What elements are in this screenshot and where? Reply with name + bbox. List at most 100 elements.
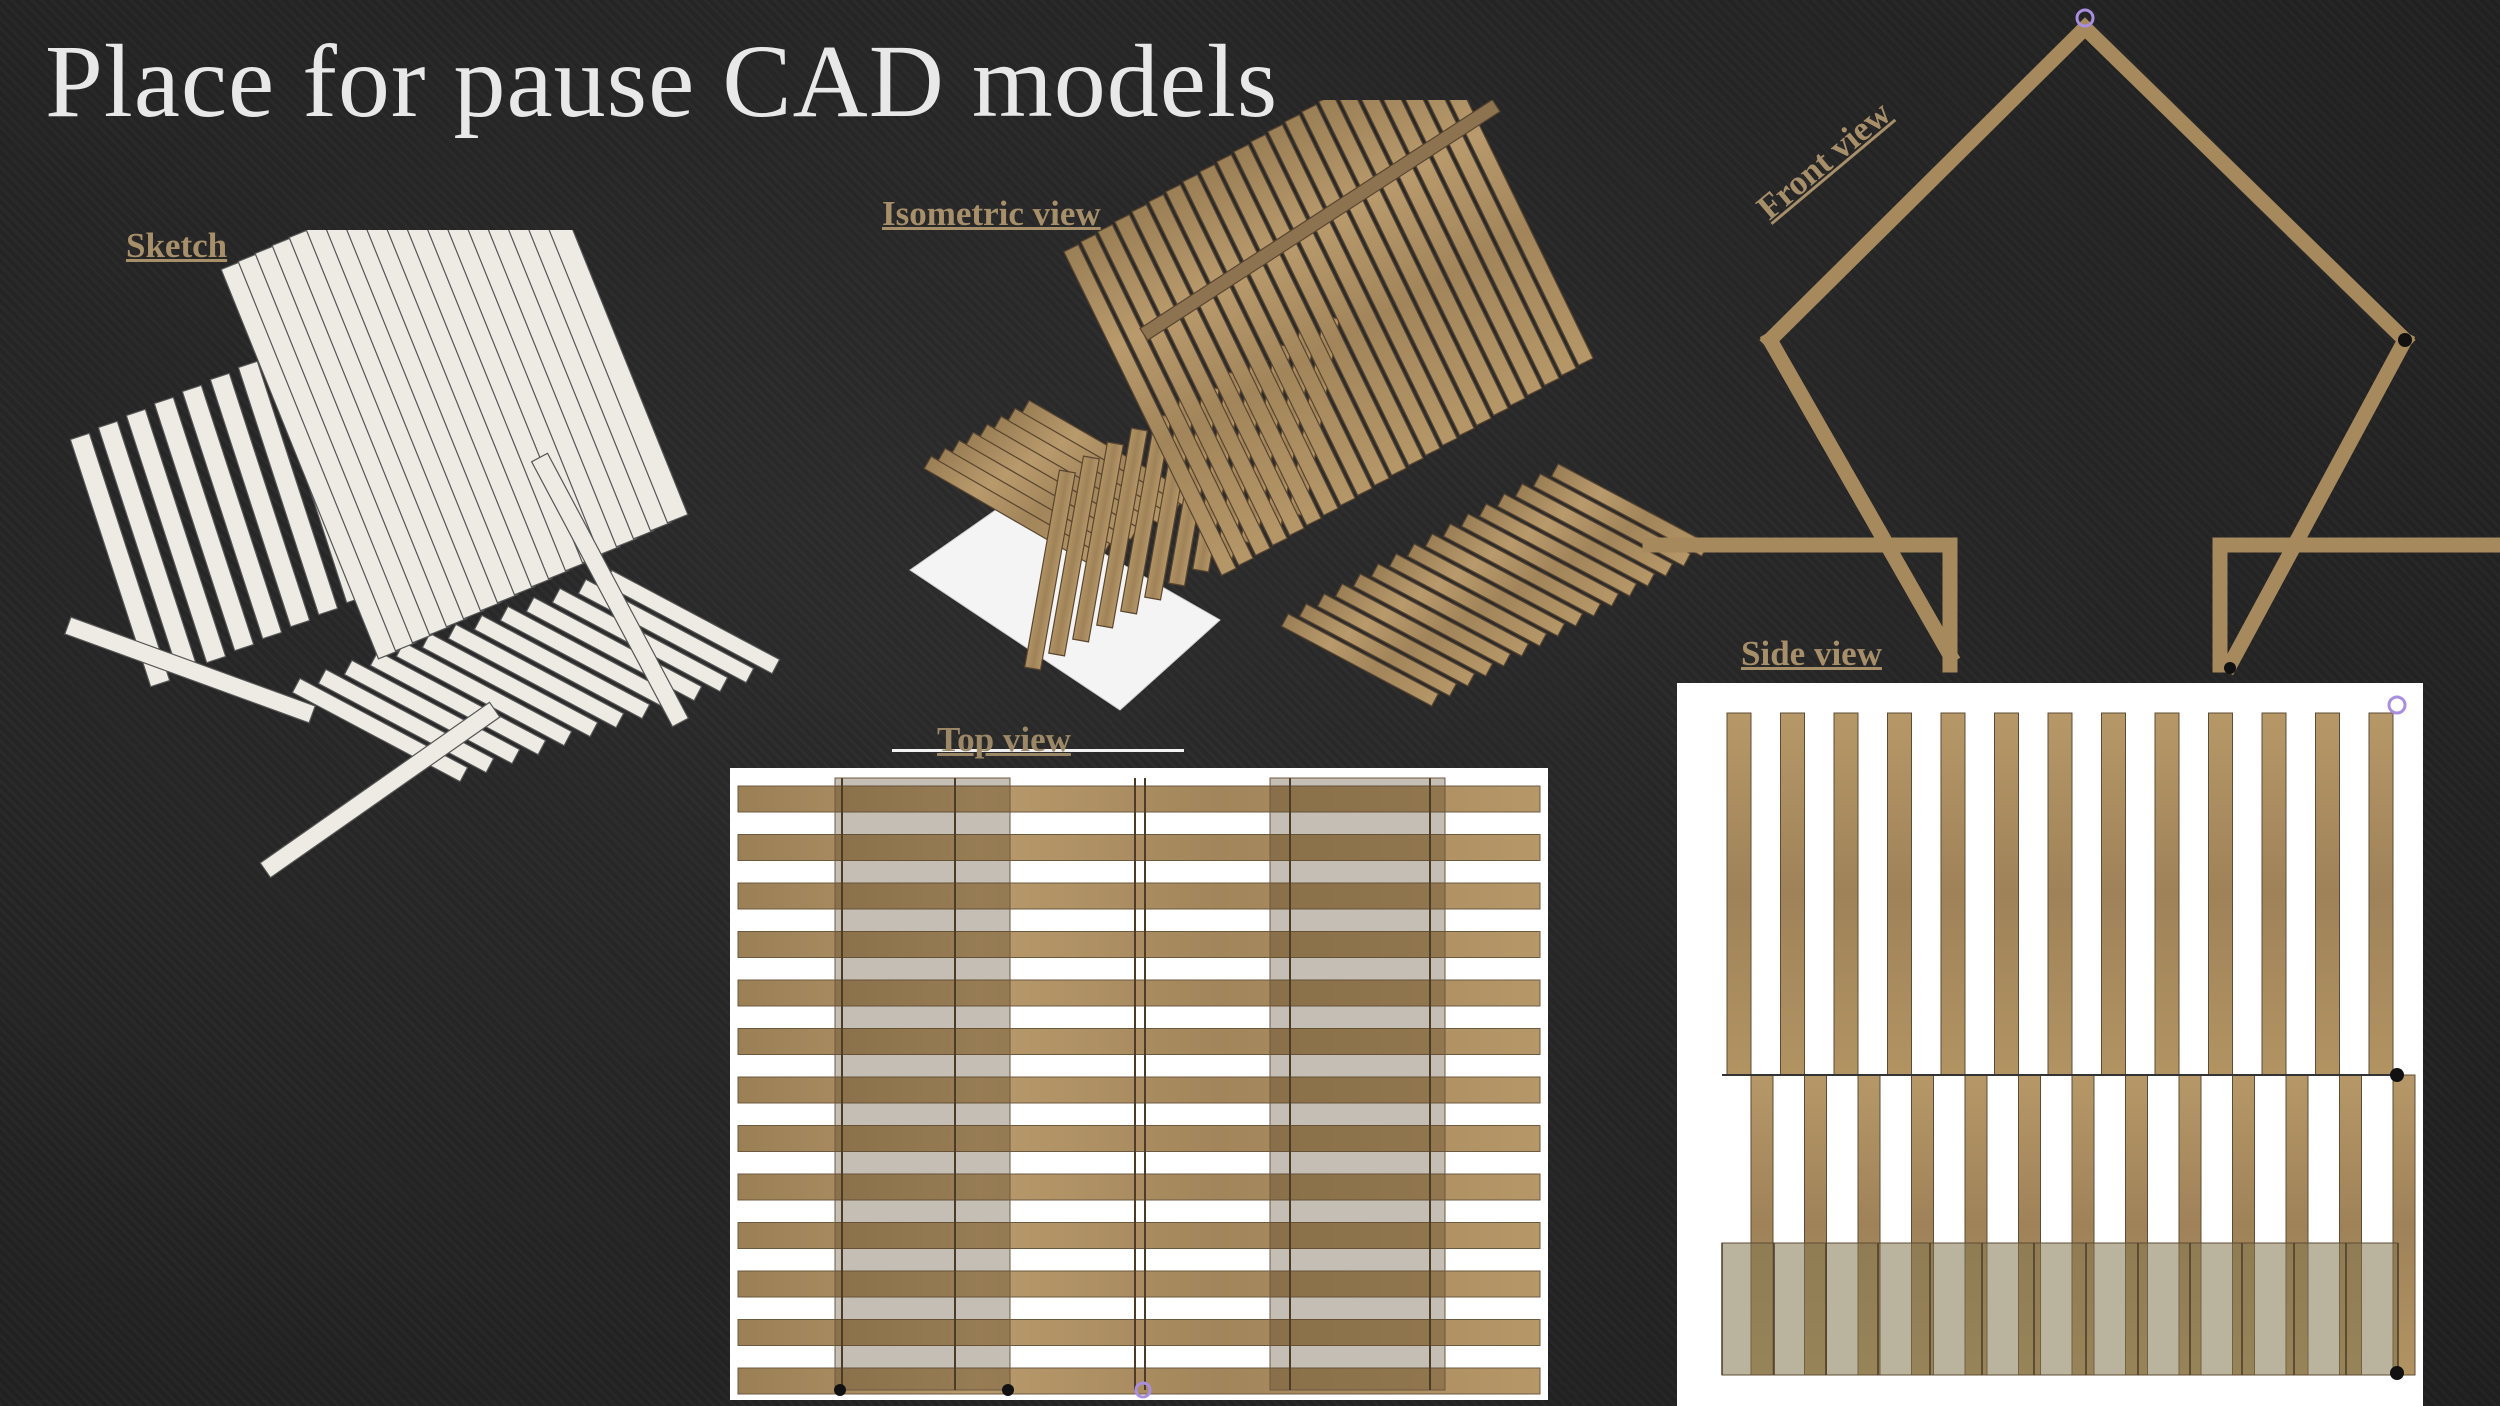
top-gap xyxy=(1006,911,1274,929)
iso-slat xyxy=(1284,113,1458,447)
front-leg-right xyxy=(2219,329,2416,676)
sketch-slat xyxy=(237,360,339,616)
side-slat xyxy=(1833,712,1859,1076)
top-gap xyxy=(1006,1299,1274,1317)
sketch-slat xyxy=(369,650,547,756)
top-gap xyxy=(1006,1202,1274,1220)
side-slat xyxy=(2261,712,2287,1076)
front-node-marker xyxy=(2224,662,2236,674)
side-slat xyxy=(2315,712,2340,1076)
side-view-panel[interactable] xyxy=(1677,683,2423,1406)
side-node-marker xyxy=(2387,695,2407,715)
top-board xyxy=(737,1319,1541,1346)
iso-slat xyxy=(1063,243,1237,577)
top-node-marker xyxy=(1002,1384,1014,1396)
top-gap xyxy=(1006,862,1274,881)
iso-slat xyxy=(1097,223,1271,557)
top-board xyxy=(737,1222,1541,1249)
iso-slat xyxy=(1114,213,1288,547)
top-board xyxy=(737,1125,1541,1152)
top-view-panel[interactable] xyxy=(730,768,1548,1400)
top-board xyxy=(737,882,1541,910)
iso-slat xyxy=(1182,173,1356,507)
sketch-beam xyxy=(259,701,501,879)
top-gap xyxy=(1006,1153,1274,1172)
front-node-marker xyxy=(2398,333,2412,347)
sketch-beam xyxy=(63,616,317,724)
iso-slat xyxy=(1386,100,1560,387)
iso-slat xyxy=(1352,573,1512,667)
side-slat xyxy=(2047,712,2073,1076)
side-slat xyxy=(2368,712,2394,1076)
top-board xyxy=(737,1173,1541,1201)
iso-slat xyxy=(1250,133,1424,467)
slide-title: Place for pause CAD models xyxy=(45,24,1279,139)
iso-slat xyxy=(1316,593,1476,687)
front-roof-left xyxy=(1759,17,2096,351)
iso-slat xyxy=(1267,123,1441,457)
top-gap xyxy=(1006,1347,1274,1366)
top-gap xyxy=(1006,1396,1274,1400)
iso-slat xyxy=(1280,613,1440,707)
iso-slat xyxy=(1352,100,1526,407)
side-slat xyxy=(1994,712,2019,1076)
top-gap xyxy=(1006,959,1274,978)
side-node-marker xyxy=(2390,1366,2404,1380)
iso-slat xyxy=(1318,100,1492,427)
top-board xyxy=(737,1028,1541,1055)
top-view-underline xyxy=(892,749,1184,752)
top-board xyxy=(737,834,1541,861)
isometric-label: Isometric view xyxy=(882,194,1101,233)
top-frame-right xyxy=(1269,777,1446,1391)
iso-slat xyxy=(1199,163,1373,497)
top-frame-left xyxy=(834,777,1011,1391)
iso-slat xyxy=(1370,563,1530,657)
iso-ridge xyxy=(1139,100,1501,342)
sketch-slat xyxy=(447,623,625,729)
top-board xyxy=(737,931,1541,958)
front-node-marker xyxy=(2075,8,2095,28)
side-node-marker xyxy=(2390,1068,2404,1082)
side-slat xyxy=(1887,712,1912,1076)
iso-slat xyxy=(1072,441,1124,643)
top-board xyxy=(737,785,1541,813)
top-gap xyxy=(1006,1008,1274,1026)
sketch-slat xyxy=(69,432,171,688)
sketch-slat xyxy=(343,659,521,765)
iso-slat xyxy=(1369,100,1543,397)
top-board xyxy=(737,979,1541,1007)
top-gap xyxy=(1006,1056,1274,1075)
side-slat xyxy=(1940,712,1966,1076)
iso-slat xyxy=(1233,143,1407,477)
side-slat xyxy=(1780,712,1805,1076)
iso-slat xyxy=(1216,153,1390,487)
iso-slat xyxy=(1335,100,1509,417)
front-leg-left xyxy=(1759,329,1961,666)
front-view-model[interactable] xyxy=(1620,0,2500,700)
sketch-slat xyxy=(181,384,283,640)
front-roof-right xyxy=(2074,17,2416,351)
iso-slat xyxy=(1496,493,1656,587)
top-gap xyxy=(1006,1105,1274,1123)
sketch-model[interactable] xyxy=(50,230,850,930)
iso-slat xyxy=(1388,553,1548,647)
sketch-slat xyxy=(125,408,227,664)
iso-slat xyxy=(1298,603,1458,697)
top-node-marker xyxy=(1134,1381,1152,1399)
iso-slat xyxy=(1424,533,1584,627)
side-slat xyxy=(2154,712,2180,1076)
iso-slat xyxy=(1120,413,1172,615)
iso-slat xyxy=(1024,469,1076,671)
top-node-marker xyxy=(834,1384,846,1396)
iso-slat xyxy=(1406,543,1566,637)
iso-slat xyxy=(1096,427,1148,629)
sketch-label: Sketch xyxy=(126,226,228,265)
top-gap xyxy=(1006,814,1274,832)
top-view-label: Top view xyxy=(937,720,1071,759)
sketch-slat xyxy=(209,372,311,628)
top-board xyxy=(737,1076,1541,1104)
iso-slat xyxy=(1514,483,1674,577)
isometric-model[interactable] xyxy=(890,100,1710,760)
side-base xyxy=(1721,1242,2399,1376)
iso-slat xyxy=(1403,100,1577,377)
